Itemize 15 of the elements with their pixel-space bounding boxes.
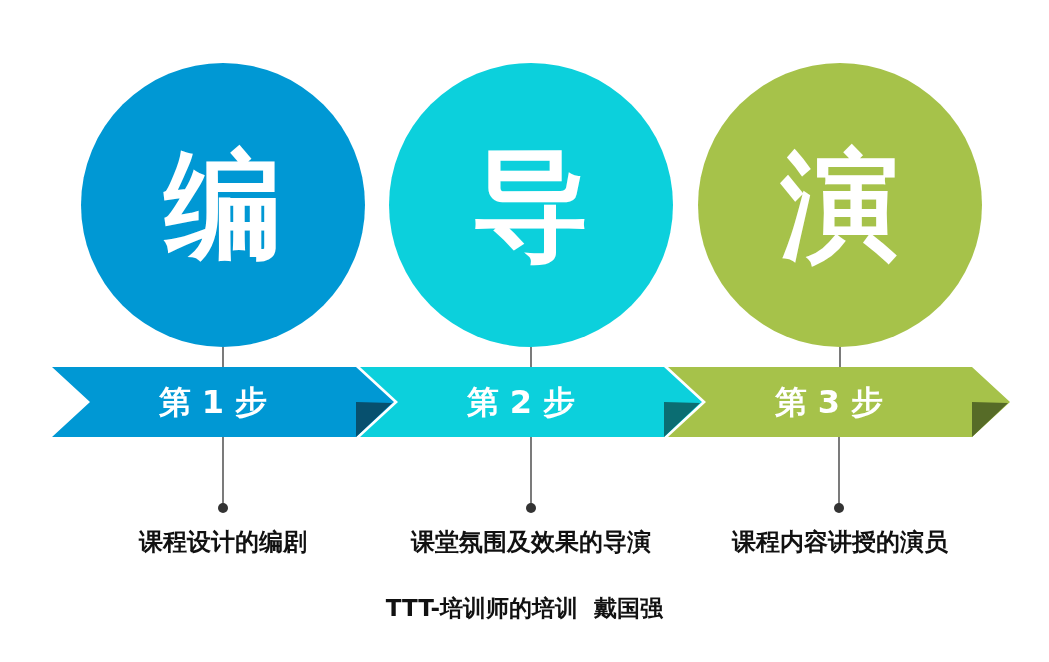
connector-line (839, 346, 841, 368)
connector-line (222, 346, 224, 368)
dot-line (218, 436, 228, 513)
chevron-banner (52, 367, 394, 437)
step-character: 编 (164, 146, 282, 264)
dot-line (526, 436, 536, 513)
step-label: 第 1 步 (157, 382, 269, 422)
step-label: 第 2 步 (465, 382, 577, 422)
connector-line (530, 346, 532, 368)
chevron-banner (360, 367, 702, 437)
footer-caption: TTT-培训师的培训 戴国强 (385, 595, 664, 621)
step-character: 导 (472, 146, 590, 264)
dot-line (834, 436, 844, 513)
chevron-banner (668, 367, 1010, 437)
step-label: 第 3 步 (773, 382, 885, 422)
